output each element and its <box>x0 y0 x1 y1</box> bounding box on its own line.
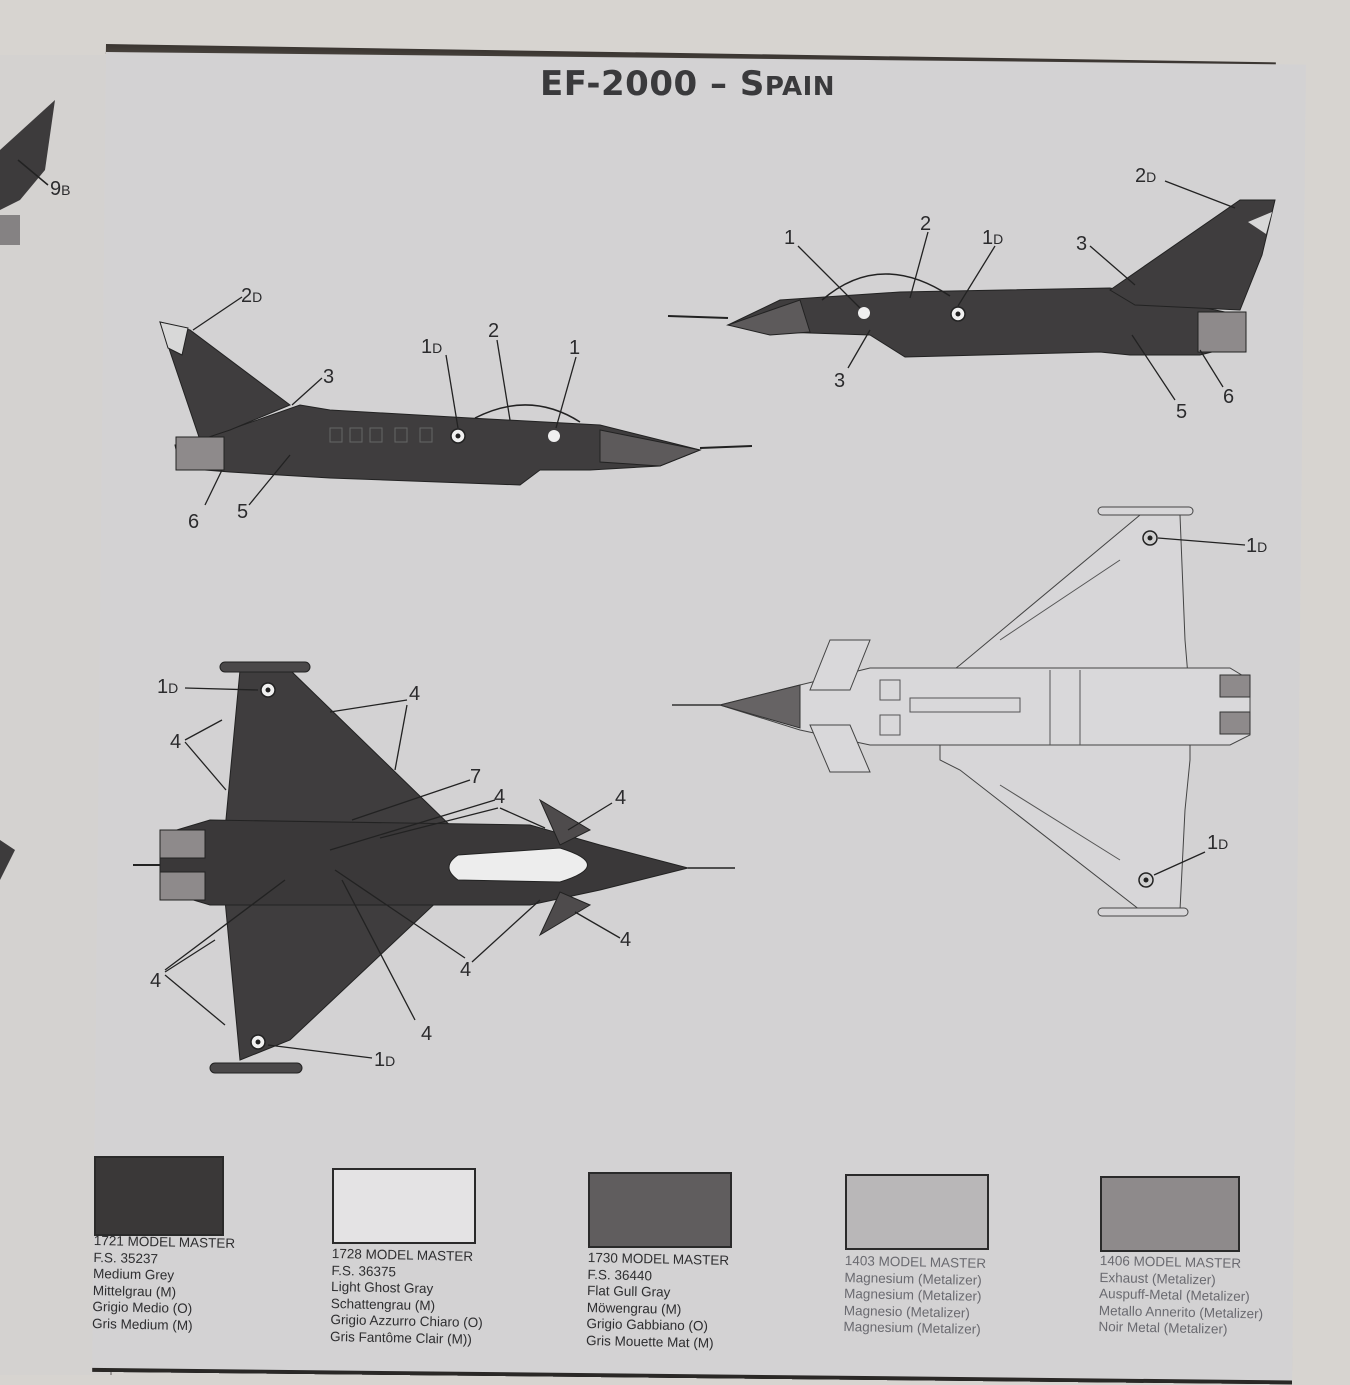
callout-4-top-h: 4 <box>421 1023 432 1045</box>
swatch-1721-medium-grey <box>94 1156 224 1236</box>
callout-1d-right: 1D <box>982 227 1003 249</box>
swatch-1730-flat-gull-gray <box>588 1172 732 1248</box>
left-side-profile-view: 2D 3 1D 2 1 6 5 <box>159 285 753 533</box>
callout-4-top-b: 4 <box>170 731 181 753</box>
left-callout-9b: 9B <box>50 178 70 200</box>
callout-4-top-c: 4 <box>494 786 505 808</box>
callout-2d-right: 2D <box>1135 165 1156 187</box>
swatch-1403-magnesium <box>845 1174 989 1250</box>
left-page-fin-fragment: 9B <box>0 100 70 880</box>
callout-4-top-e: 4 <box>620 929 631 951</box>
aircraft-views: 9B 2D 3 1D 2 1 6 <box>0 100 1276 1074</box>
callout-6-right: 6 <box>1223 386 1234 408</box>
callout-4-top-a: 4 <box>409 683 420 705</box>
callout-2d-left: 2D <box>241 285 262 307</box>
callout-1d-bottom-lower: 1D <box>1207 832 1228 854</box>
callout-4-top-g: 4 <box>150 970 161 992</box>
callout-7-top: 7 <box>470 766 481 788</box>
callout-5-left: 5 <box>237 501 248 523</box>
callout-4-top-d: 4 <box>615 787 626 809</box>
top-planform-view: 1D 4 4 7 4 4 4 4 4 4 1D <box>133 661 735 1074</box>
callout-2-left: 2 <box>488 320 499 342</box>
callout-1d-left: 1D <box>421 336 442 358</box>
swatch-1728-light-ghost-gray <box>332 1168 476 1244</box>
callout-3-left: 3 <box>323 366 334 388</box>
callout-6-left: 6 <box>188 511 199 533</box>
right-side-profile-view: 2D 3 1D 2 1 3 5 6 <box>667 165 1276 423</box>
callout-5-right: 5 <box>1176 401 1187 423</box>
callout-3-right-top: 3 <box>1076 233 1087 255</box>
callout-1-right: 1 <box>784 227 795 249</box>
callout-1d-bottom-upper: 1D <box>1246 535 1267 557</box>
bottom-underside-view: 1D 1D <box>672 506 1267 917</box>
swatch-1406-exhaust <box>1100 1176 1240 1252</box>
callout-1d-top-upper: 1D <box>157 676 178 698</box>
callout-4-top-f: 4 <box>460 959 471 981</box>
callout-1d-top-lower: 1D <box>374 1049 395 1071</box>
page-title: EF-2000 – SPAIN <box>540 64 836 104</box>
callout-2-right: 2 <box>920 213 931 235</box>
callout-3-right-bottom: 3 <box>834 370 845 392</box>
callout-1-left: 1 <box>569 337 580 359</box>
